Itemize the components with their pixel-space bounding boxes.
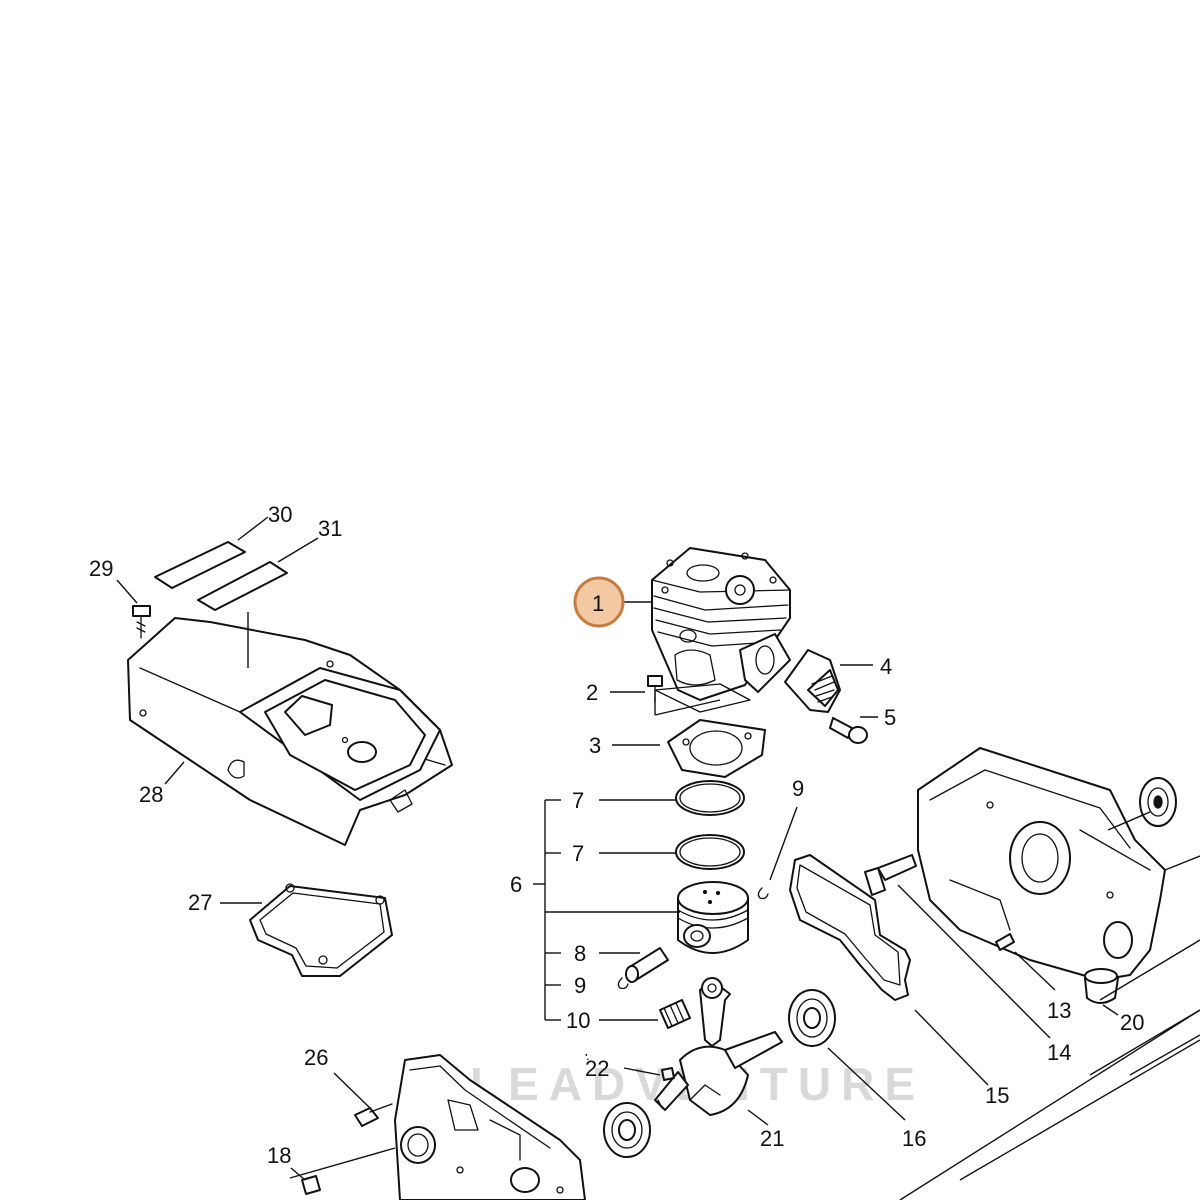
- part-9-circlip-right[interactable]: [757, 887, 769, 900]
- callout-labels: 1 2 3 4 5 6 7 7 8 9 9 10 13 14 15 16 18 …: [89, 502, 1144, 1168]
- callout-6[interactable]: 6: [510, 872, 522, 897]
- highlight-circle-callout-1[interactable]: [573, 576, 625, 628]
- callout-7-lower[interactable]: 7: [572, 841, 584, 866]
- callout-10[interactable]: 10: [566, 1008, 590, 1033]
- callout-8[interactable]: 8: [574, 941, 586, 966]
- callout-15[interactable]: 15: [985, 1083, 1009, 1108]
- callout-3[interactable]: 3: [589, 733, 601, 758]
- callout-29[interactable]: 29: [89, 556, 113, 581]
- part-7-piston-ring-upper[interactable]: [675, 780, 745, 816]
- callout-9-left[interactable]: 9: [574, 973, 586, 998]
- callout-14[interactable]: 14: [1047, 1040, 1071, 1065]
- callout-16[interactable]: 16: [902, 1126, 926, 1151]
- part-8-wrist-pin[interactable]: [625, 947, 669, 983]
- callout-1[interactable]: 1: [592, 591, 604, 616]
- part-21-crankshaft[interactable]: [654, 977, 783, 1116]
- part-crankcase-right[interactable]: [917, 747, 1200, 981]
- callout-4[interactable]: 4: [880, 654, 892, 679]
- leader-lines: [116, 516, 1200, 1200]
- part-26-screw[interactable]: [354, 1103, 393, 1127]
- part-14-bolt[interactable]: [864, 854, 917, 896]
- part-7-piston-ring-lower[interactable]: [675, 834, 745, 870]
- part-6-piston[interactable]: [677, 881, 749, 954]
- part-3-base-gasket[interactable]: [667, 719, 766, 778]
- callout-13[interactable]: 13: [1047, 998, 1071, 1023]
- callout-5[interactable]: 5: [884, 705, 896, 730]
- part-18-plug[interactable]: [301, 1175, 321, 1195]
- part-crankcase-left[interactable]: [394, 1054, 586, 1200]
- part-30-decal[interactable]: [154, 541, 246, 589]
- callout-9-right[interactable]: 9: [792, 776, 804, 801]
- callout-18[interactable]: 18: [267, 1143, 291, 1168]
- callout-26[interactable]: 26: [304, 1045, 328, 1070]
- part-16-ball-bearing[interactable]: [788, 989, 836, 1047]
- part-2-screw[interactable]: [647, 675, 663, 703]
- part-27-gasket[interactable]: [249, 883, 393, 977]
- part-5-bolt[interactable]: [829, 717, 868, 744]
- part-22-woodruff-key[interactable]: [585, 1053, 675, 1081]
- part-bearing-left[interactable]: [603, 1102, 651, 1158]
- callout-28[interactable]: 28: [139, 782, 163, 807]
- part-28-cylinder-cover[interactable]: [127, 612, 453, 846]
- callout-20[interactable]: 20: [1120, 1010, 1144, 1035]
- callout-7-upper[interactable]: 7: [572, 788, 584, 813]
- part-10-needle-bearing[interactable]: [659, 999, 691, 1029]
- part-9-circlip-left[interactable]: [617, 977, 629, 990]
- part-15-crankcase-gasket[interactable]: [789, 854, 911, 1001]
- part-4-intake-flange[interactable]: [784, 649, 841, 713]
- callout-27[interactable]: 27: [188, 890, 212, 915]
- part-29-screw[interactable]: [132, 605, 151, 639]
- part-13-dowel-pin[interactable]: [995, 933, 1015, 951]
- callout-21[interactable]: 21: [760, 1126, 784, 1151]
- callout-22[interactable]: 22: [585, 1056, 609, 1081]
- part-31-decal[interactable]: [197, 561, 288, 611]
- callout-2[interactable]: 2: [586, 680, 598, 705]
- part-1-cylinder[interactable]: [651, 547, 791, 716]
- part-oil-seal[interactable]: [1139, 777, 1177, 827]
- callout-31[interactable]: 31: [318, 516, 342, 541]
- callout-30[interactable]: 30: [268, 502, 292, 527]
- part-20-rubber-buffer[interactable]: [1084, 968, 1119, 1004]
